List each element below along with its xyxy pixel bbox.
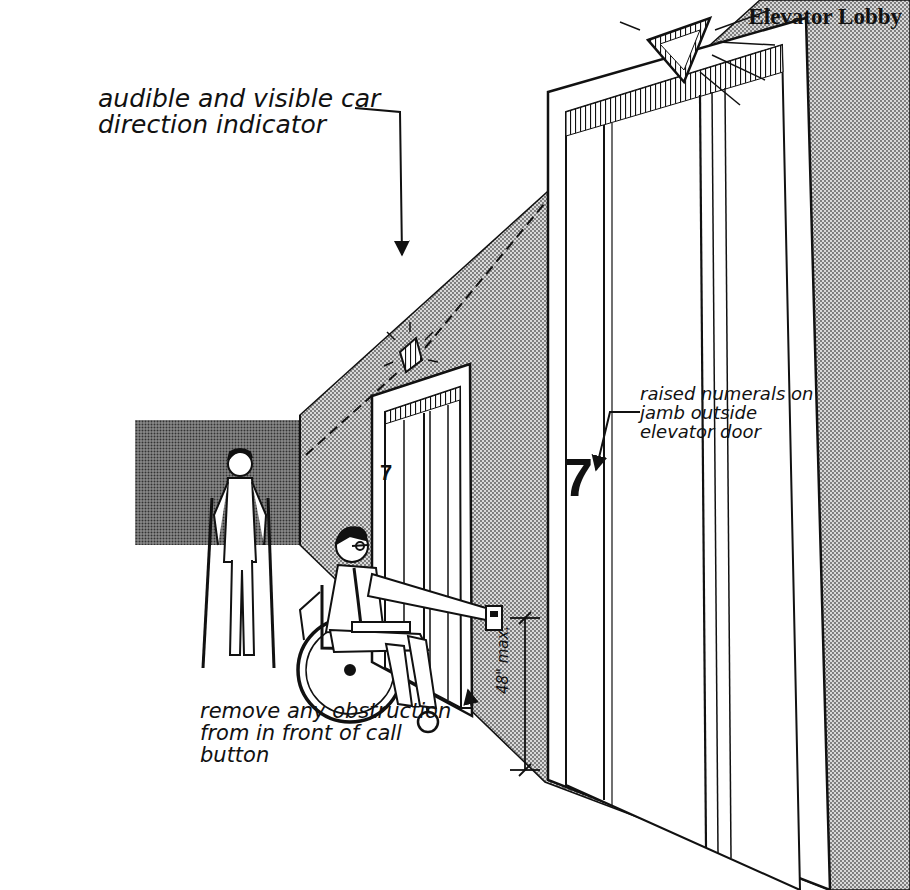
small-direction-indicator [384,322,438,372]
small-direction-indicator-part-part [387,332,395,340]
small-direction-indicator-part [384,322,438,366]
small-elevator-part [429,411,431,690]
large-direction-indicator-part-part [700,72,740,105]
leader-arrows-part [458,690,472,708]
large-direction-indicator-part [660,30,700,70]
floor-number: 7 [563,450,593,504]
large-elevator-part [603,125,605,800]
crutch-user-part [268,498,274,668]
small-direction-indicator-part-part [409,322,411,332]
crutch-user-part [230,560,254,655]
large-elevator-part [566,45,800,890]
small-elevator-part [447,405,449,700]
small-elevator [372,364,472,716]
call-button-part [490,611,498,617]
wheelchair-user-part [356,542,364,550]
large-elevator-part [725,88,731,858]
dimension-line-part [519,612,531,624]
large-elevator-part [548,18,830,890]
page-title: Elevator Lobby [748,4,902,30]
small-direction-indicator-part [400,338,422,372]
side-wall [300,0,910,890]
crutch-user-part [228,449,252,460]
small-direction-indicator-part-part [428,360,438,362]
callout-text: audible and visible car direction indica… [98,86,383,139]
large-elevator [548,18,830,890]
large-elevator-part [712,92,718,853]
leader-arrows-part [355,108,402,255]
wheelchair-user-part [368,574,486,620]
wheelchair-user-part [352,622,410,632]
large-direction-indicator-part-part [718,42,775,45]
crutch-user-part [252,482,266,545]
leader-arrows [355,108,640,708]
wheelchair-user-part [352,545,368,546]
crutch-user-part [214,482,228,545]
crutch-user [203,449,274,668]
back-wall-part [135,420,305,545]
crutch-user-part [203,498,212,668]
dimension-line [510,612,540,776]
wheelchair-user-part [345,665,355,675]
small-elevator-part [385,387,461,708]
large-direction-indicator-part-part [620,22,640,30]
dimension-line-part [524,618,526,770]
small-direction-indicator-part-part [425,332,433,340]
leader-arrows-part [596,412,640,470]
small-elevator-part [372,364,472,716]
callout-text: remove any obstruction from in front of … [200,700,455,766]
callout-text: raised numerals on jamb outside elevator… [640,385,815,442]
small-direction-indicator-part-part [384,362,393,366]
floor-number: 7 [380,462,392,484]
wheelchair-user-part [386,644,412,706]
dimension-line-part [519,764,531,776]
wheelchair-user-part [300,592,320,640]
large-direction-indicator-part-part [712,55,765,80]
wheelchair-user-part [408,636,436,708]
large-elevator-part [700,95,706,848]
large-elevator-part [611,123,612,805]
side-wall-part [299,415,301,545]
back-wall [135,420,305,545]
crutch-user-part [224,478,256,562]
side-wall-part [300,0,910,890]
dimension-label: 48" max. [496,626,512,694]
